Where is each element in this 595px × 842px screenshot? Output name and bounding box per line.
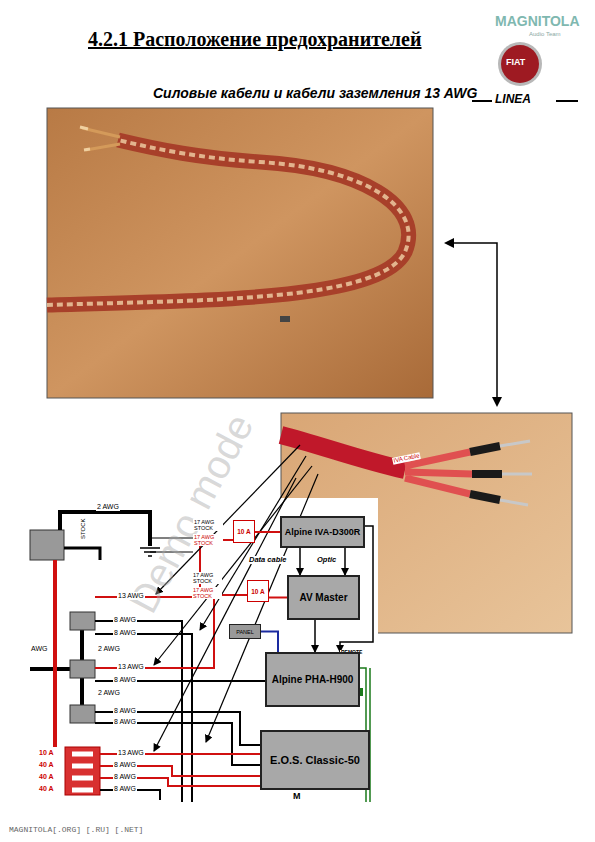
connector <box>261 632 278 653</box>
fuse-box: 10 A <box>233 520 255 543</box>
diagram-label: 17 AWG STOCK <box>193 534 223 546</box>
diagram-label: 8 AWG <box>113 761 137 769</box>
diagram-label: 40 A <box>38 785 55 793</box>
device-box: Alpine IVA-D300R <box>280 516 365 548</box>
diagram-label: M <box>292 792 302 802</box>
diagram-label: 2 AWG <box>96 503 120 511</box>
diagram-label: 17 AWG STOCK <box>192 572 222 584</box>
cable-ends-photo <box>281 413 572 633</box>
page-title: 4.2.1 Расположение предохранителей <box>88 28 422 50</box>
diagram-label: 8 AWG <box>113 707 137 715</box>
diagram-label: 17 AWG STOCK <box>192 587 222 599</box>
diagram-label: 2 AWG <box>97 689 121 697</box>
device-box: AV Master <box>287 575 360 620</box>
box-text: 10 A <box>237 528 251 535</box>
diagram-label: IVA Cable <box>392 452 421 464</box>
wiring <box>30 512 370 802</box>
diagram-ground <box>28 498 378 802</box>
diagram-label: 40 A <box>38 773 55 781</box>
diagram-label: FIAT <box>505 58 526 68</box>
device-box: Alpine PHA-H900 <box>265 652 360 707</box>
diagram-label: MAGNITOLA <box>494 14 581 29</box>
diagram-label: 8 AWG <box>113 718 137 726</box>
double-arrow <box>444 238 502 407</box>
diagram-label: STOCK <box>80 517 87 540</box>
diagram-label: Силовые кабели и кабели заземления 13 AW… <box>152 86 478 101</box>
diagram-label: 8 AWG <box>113 616 137 624</box>
diagram-label: Audio Team <box>528 31 562 38</box>
diagram-label: 10 A <box>38 749 55 757</box>
connector <box>344 548 346 575</box>
fuse-box: 10 A <box>247 580 269 602</box>
diagram-label: 13 AWG <box>117 592 145 600</box>
diagram-label: 8 AWG <box>113 773 137 781</box>
diagram-label: 17 AWG STOCK <box>193 519 223 531</box>
device-box: PANEL <box>229 624 261 639</box>
diagram-label: 13 AWG <box>117 663 145 671</box>
box-text: Alpine PHA-H900 <box>272 674 354 685</box>
diagram-label: 8 AWG <box>113 785 137 793</box>
cable-photo <box>47 108 433 398</box>
diagram-label: 8 AWG <box>113 676 137 684</box>
connector <box>299 548 301 575</box>
diagram-label: 40 A <box>38 761 55 769</box>
connector-label: Optic <box>316 556 337 564</box>
diagram-label: LINEA <box>494 93 532 106</box>
diagram-label: 13 AWG <box>117 749 145 757</box>
connector <box>269 597 287 599</box>
connector <box>255 531 280 533</box>
box-text: PANEL <box>236 629 254 635</box>
device-box: E.O.S. Classic-50 <box>260 730 370 790</box>
box-text: AV Master <box>299 592 347 603</box>
diagram-label: AWG <box>30 645 48 653</box>
box-text: 10 A <box>251 588 265 595</box>
connector <box>314 620 316 652</box>
diagram-label: 2 AWG <box>97 645 121 653</box>
connector-label: Data cable <box>248 556 288 564</box>
box-text: Alpine IVA-D300R <box>285 527 360 537</box>
diagram-label: MAGNITOLA[.ORG] [.RU] [.NET] <box>8 826 144 835</box>
box-text: E.O.S. Classic-50 <box>270 754 360 766</box>
diagram-label: 8 AWG <box>113 629 137 637</box>
